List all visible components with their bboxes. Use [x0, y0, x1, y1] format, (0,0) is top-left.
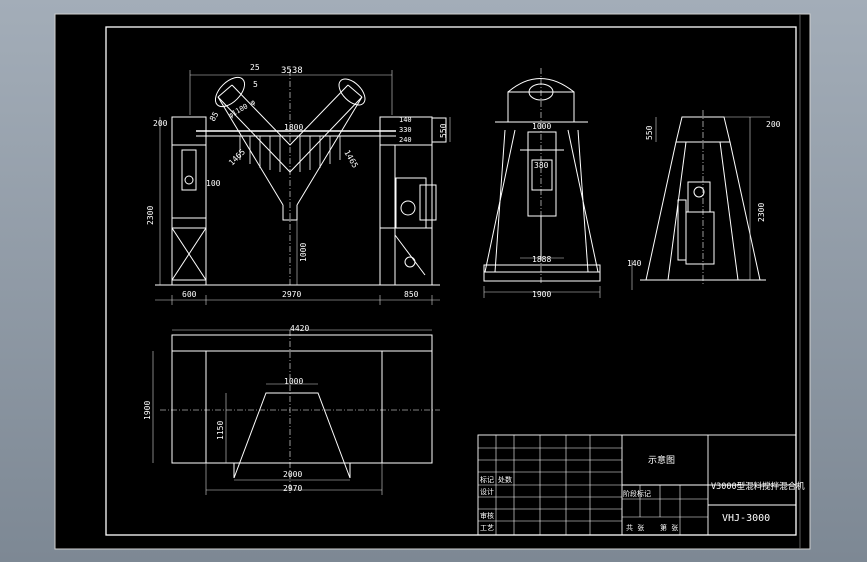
- dim-front-240: 240: [399, 136, 412, 144]
- drawing-number: VHJ-3000: [722, 513, 770, 524]
- dim-plan-1150: 1150: [216, 421, 225, 440]
- dim-side-1888: 1888: [532, 255, 551, 264]
- title-block-text: 示意图 V3000型混料搅拌混合机 VHJ-3000 标记 处数 设计 审核 工…: [480, 454, 805, 532]
- dim-front-550: 550: [439, 123, 448, 138]
- dim-side-1000: 1000: [532, 122, 551, 131]
- label-jieduan: 阶段标记: [623, 489, 651, 498]
- dim-front-200: 200: [153, 119, 168, 128]
- label-chulie: 处数: [498, 475, 512, 484]
- dim-front-5: 5: [253, 80, 258, 89]
- label-sheji: 设计: [480, 487, 494, 496]
- title-block: [477, 434, 797, 536]
- dim-front-600: 600: [182, 290, 197, 299]
- dim-front-3538: 3538: [281, 66, 303, 76]
- dim-front-1000: 1000: [299, 243, 308, 262]
- label-gongyi: 工艺: [480, 524, 494, 532]
- label-shenhe: 审核: [480, 511, 494, 520]
- drawing-type-label: 示意图: [648, 454, 675, 466]
- label-biaoji: 标记: [480, 475, 494, 484]
- dim-front-330: 330: [399, 126, 412, 134]
- dim-end-200: 200: [766, 120, 781, 129]
- product-name: V3000型混料搅拌混合机: [711, 481, 805, 492]
- dim-front-140: 140: [399, 116, 412, 124]
- dim-front-25: 25: [250, 63, 260, 72]
- dim-front-850: 850: [404, 290, 419, 299]
- label-di: 第 张: [660, 523, 678, 532]
- dim-plan-2000: 2000: [283, 470, 302, 479]
- dim-front-2970: 2970: [282, 290, 301, 299]
- front-view: [155, 70, 451, 305]
- plan-view: [152, 329, 440, 495]
- dim-plan-1900: 1900: [143, 401, 152, 420]
- end-view: [631, 110, 770, 290]
- dim-front-1800: 1800: [284, 123, 303, 132]
- dim-plan-1000: 1000: [284, 377, 303, 386]
- dim-front-85: 85: [208, 110, 221, 123]
- label-zhang: 共 张: [626, 523, 644, 532]
- dim-end-2300: 2300: [757, 203, 766, 222]
- dim-front-2300: 2300: [146, 206, 155, 225]
- dim-end-550: 550: [645, 125, 654, 140]
- dim-front-100: 100: [206, 179, 221, 188]
- dim-plan-4420: 4420: [290, 324, 309, 333]
- side-view: [483, 68, 601, 298]
- dim-end-140: 140: [627, 259, 642, 268]
- dim-side-380: 380: [534, 161, 549, 170]
- dim-side-1900: 1900: [532, 290, 551, 299]
- drawing-border: [105, 26, 797, 536]
- dim-plan-2970: 2970: [283, 484, 302, 493]
